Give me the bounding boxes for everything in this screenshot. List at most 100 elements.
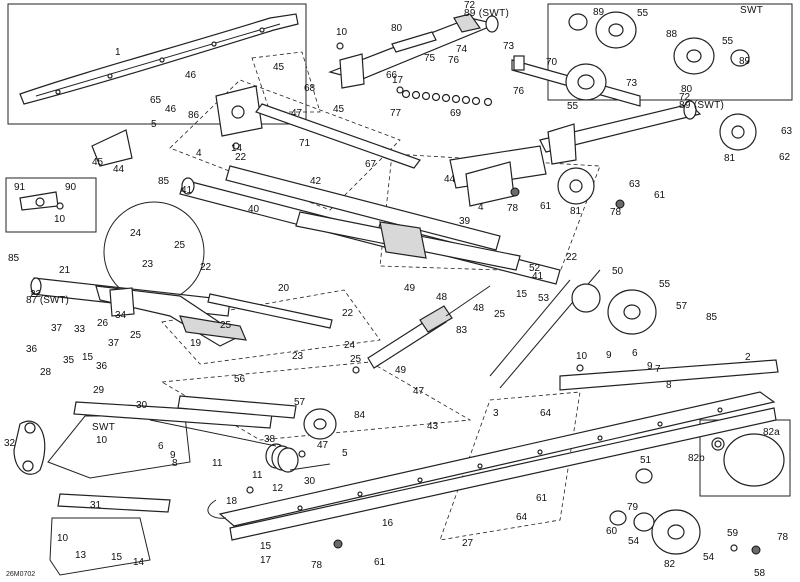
rails [207,359,779,541]
label-58: 58 [754,568,766,579]
label-1: 1 [115,47,121,58]
detail-82a [711,433,785,487]
dash-frame-lower [161,289,381,365]
label-28: 28 [40,367,52,378]
label-26: 26 [97,318,109,329]
label-4a: 4 [196,148,202,159]
label-47c: 47 [317,440,329,451]
label-46b: 46 [165,104,177,115]
label-38: 38 [264,434,276,445]
label-20: 20 [278,283,290,294]
label-40: 40 [248,204,260,215]
upper-assembly [19,13,702,211]
label-51: 51 [640,455,652,466]
label-10c: 10 [576,351,588,362]
label-85b: 85 [8,253,20,264]
label-90: 90 [65,182,77,193]
label-swt-bracket: SWT [92,422,116,433]
wheels [303,11,757,555]
label-10e: 10 [57,533,69,544]
label-89a: 89 [593,7,605,18]
label-57a: 57 [676,301,688,312]
label-41a: 41 [181,185,193,196]
label-76a: 76 [448,55,460,66]
label-16: 16 [382,518,394,529]
label-17a: 17 [392,75,404,86]
label-82b: 82b [688,453,705,464]
small-hardware [56,42,761,555]
label-45a: 45 [273,62,285,73]
label-5a: 5 [151,119,157,130]
label-56: 56 [234,374,246,385]
label-88: 88 [666,29,678,40]
label-15d: 15 [260,541,272,552]
label-74: 74 [456,44,468,55]
label-55c: 55 [567,101,579,112]
label-83: 83 [456,325,468,336]
label-21: 21 [59,265,71,276]
label-61a: 61 [540,201,552,212]
label-37a: 37 [51,323,63,334]
label-14b: 14 [133,557,145,568]
label-81b: 81 [570,206,582,217]
label-44a: 44 [113,164,125,175]
label-6a: 6 [632,348,638,359]
label-5b: 5 [342,448,348,459]
drawing-code: 26M0702 [6,571,36,578]
label-52: 52 [529,263,541,274]
label-72a: 72 [464,0,476,11]
label-61c: 61 [536,493,548,504]
label-82: 82 [664,559,676,570]
label-43: 43 [427,421,439,432]
label-14a: 14 [231,143,243,154]
label-22c: 22 [30,289,42,300]
label-86: 86 [188,110,200,121]
label-87: 87 (SWT) [26,295,69,306]
dash-frame-45 [251,51,321,113]
label-36b: 36 [96,361,108,372]
label-25b: 25 [220,320,232,331]
label-80b: 80 [681,84,693,95]
label-89d: 89 (SWT) [679,100,725,111]
label-15b: 15 [82,352,94,363]
link-32 [13,420,46,475]
label-24a: 24 [130,228,142,239]
label-22a: 22 [235,152,247,163]
label-44b: 44 [444,174,456,185]
label-10d: 10 [96,435,108,446]
label-49a: 49 [404,283,416,294]
label-65: 65 [150,95,162,106]
label-10b: 10 [54,214,66,225]
label-76b: 76 [513,86,525,97]
label-8a: 8 [666,380,672,391]
label-63b: 63 [629,179,641,190]
label-79: 79 [627,502,639,513]
runner-part-1 [19,13,299,105]
label-22b: 22 [200,262,212,273]
label-67: 67 [365,159,377,170]
label-64b: 64 [516,512,528,523]
washer-row-69 [401,89,493,107]
shock-83 [367,269,601,389]
label-50: 50 [612,266,624,277]
label-11a: 11 [212,458,223,469]
label-24b: 24 [344,340,356,351]
rear-arm [295,145,547,271]
label-36a: 36 [26,344,38,355]
label-78d: 78 [777,532,789,543]
label-55b: 55 [722,36,734,47]
label-15a: 15 [516,289,528,300]
label-6b: 6 [158,441,164,452]
label-59: 59 [727,528,739,539]
label-3: 3 [493,408,499,419]
label-33: 33 [74,324,86,335]
label-84: 84 [354,410,366,421]
label-25c: 25 [130,330,142,341]
label-89b: 89 [739,56,751,67]
label-57b: 57 [294,397,306,408]
label-19: 19 [190,338,202,349]
label-78a: 78 [507,203,519,214]
label-61b: 61 [654,190,666,201]
label-49b: 49 [395,365,407,376]
